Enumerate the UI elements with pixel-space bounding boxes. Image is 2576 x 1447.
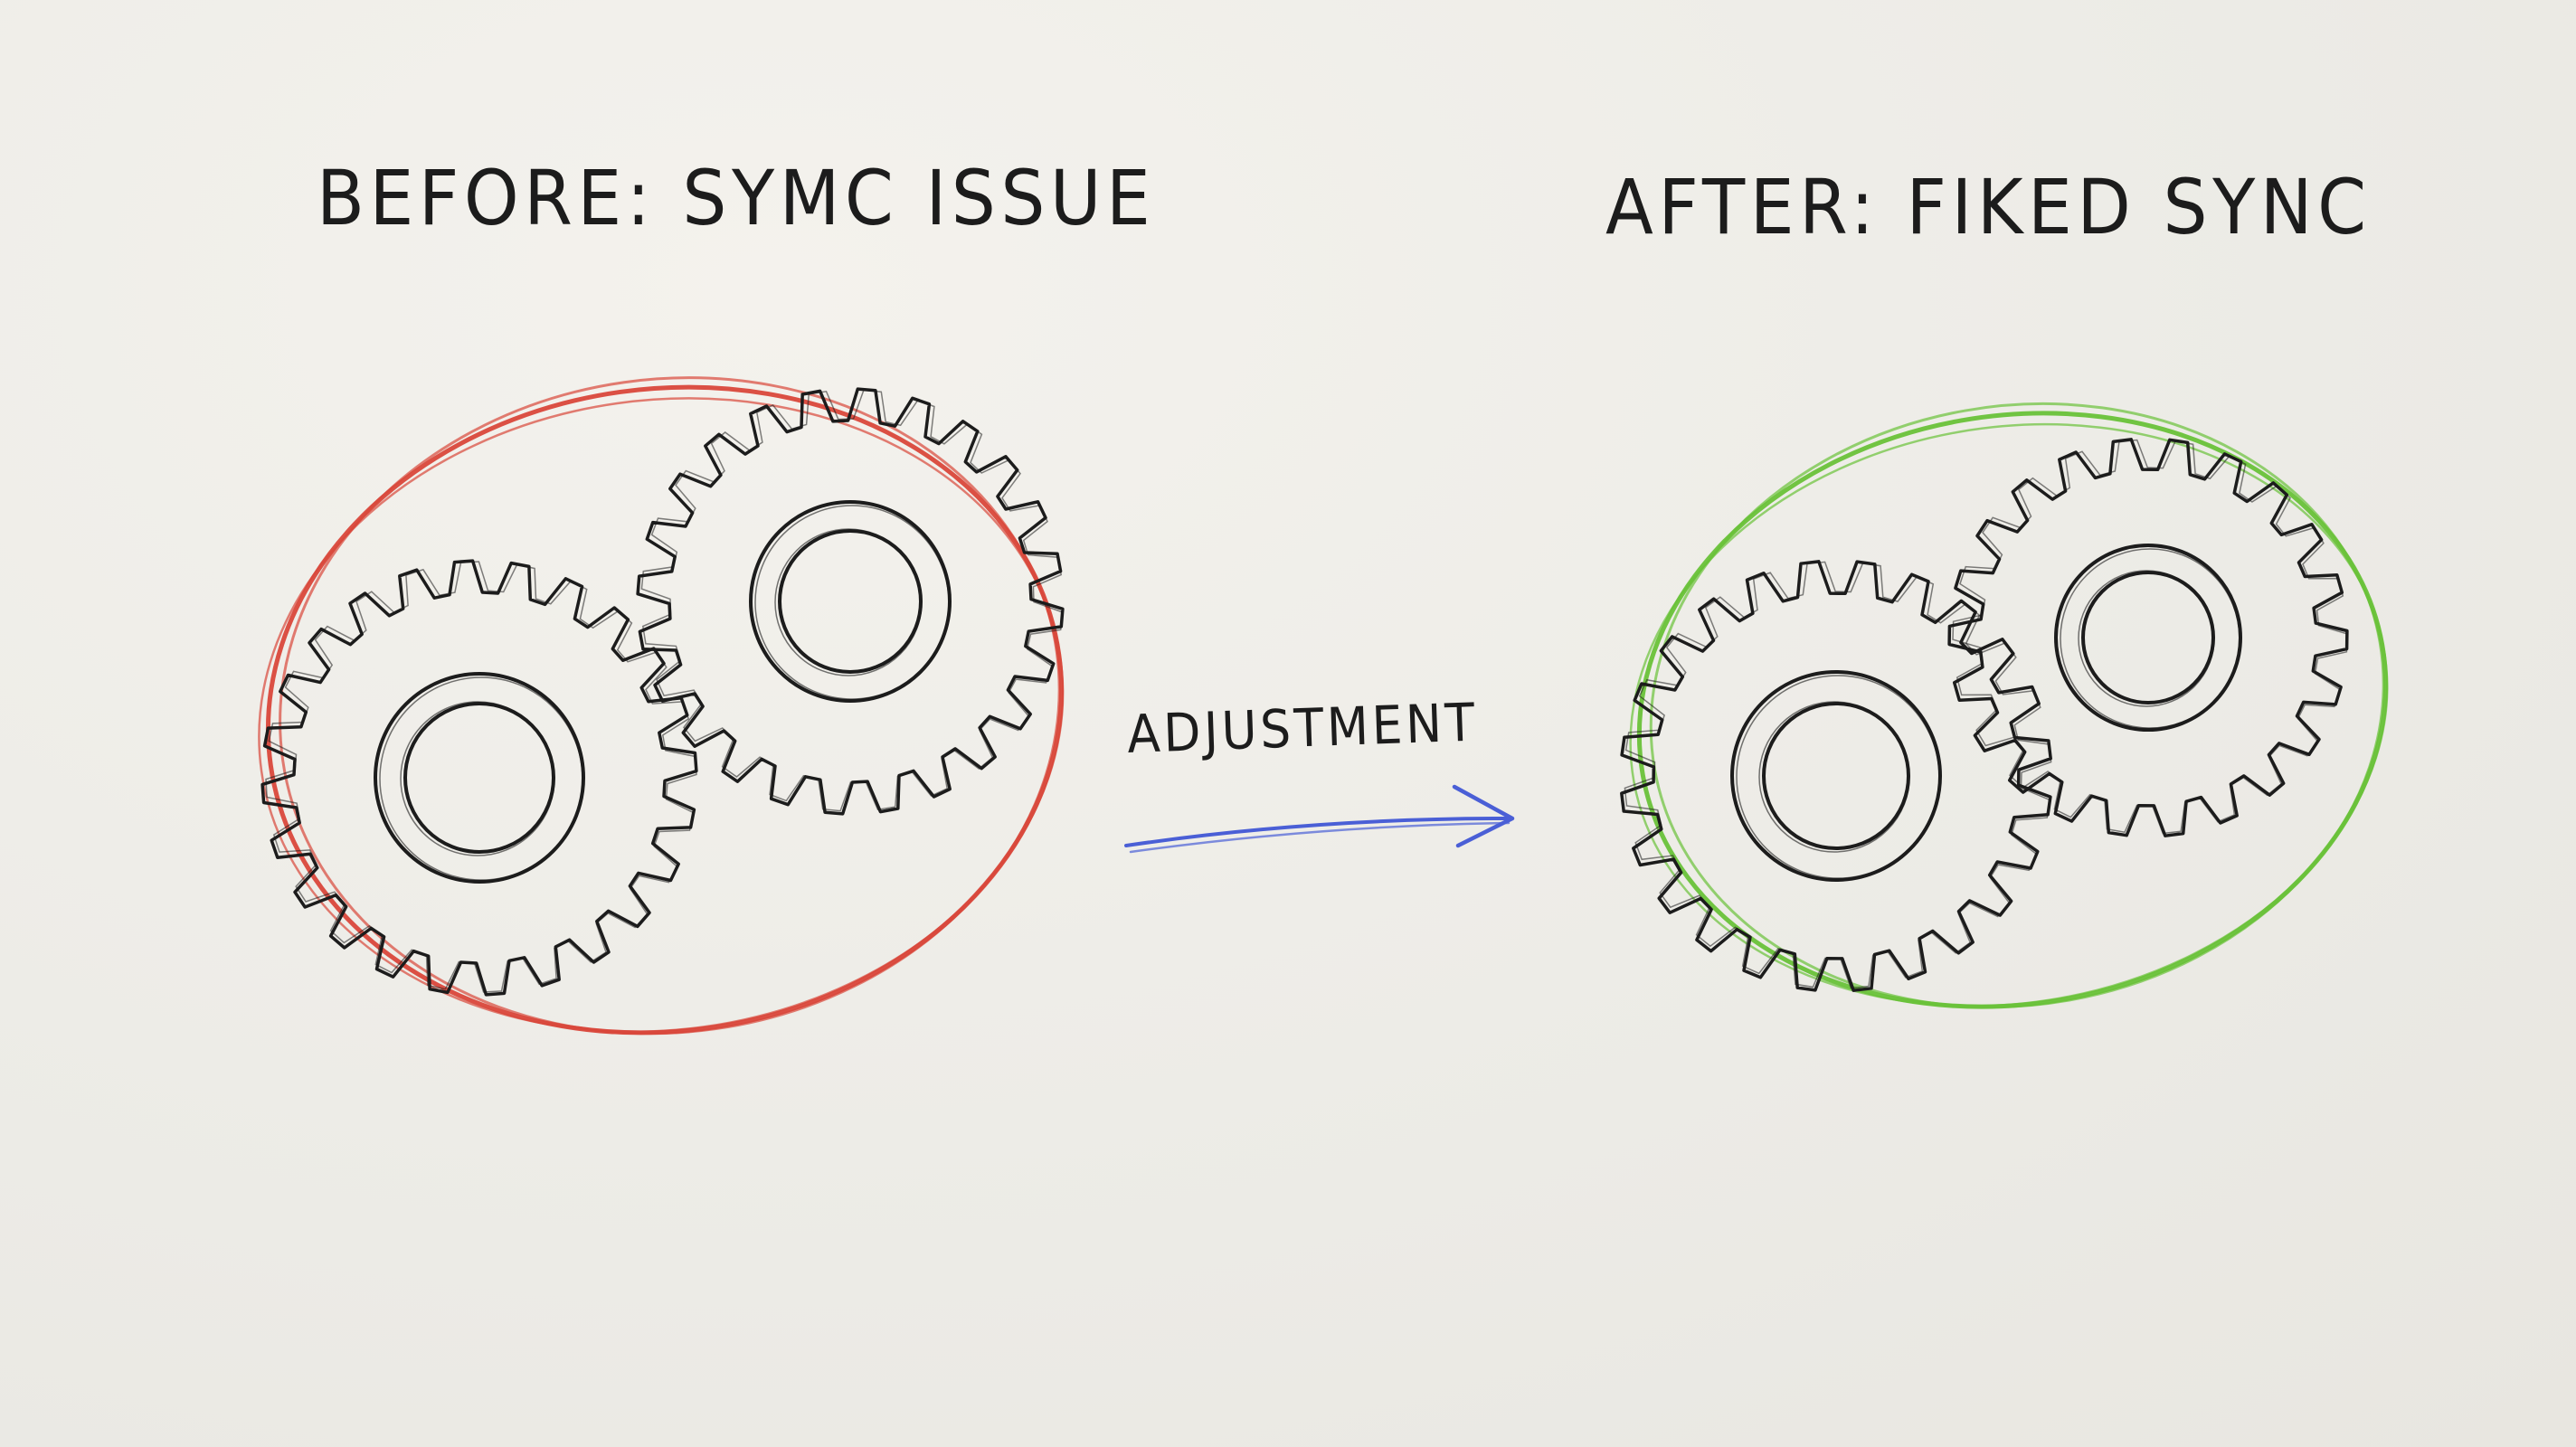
gear-hub-outer-sketch (2060, 548, 2240, 729)
gear-hub-outer-sketch (754, 505, 950, 700)
after-gear-left (1620, 560, 2052, 992)
gear-hub-inner-sketch (400, 701, 555, 856)
before-panel (258, 376, 1065, 1036)
outline-stroke (1636, 411, 2389, 1009)
gear-hub-inner-sketch (1758, 701, 1910, 853)
gear-hub-outer (749, 500, 952, 703)
gear-hub-inner (1762, 702, 1910, 850)
before-gear-right (636, 387, 1065, 816)
adjustment-arrow-icon (1124, 784, 1515, 854)
gear-hub-outer (1730, 670, 1942, 882)
after-title: AFTER: FIKED SYNC (1605, 163, 2372, 251)
gear-hub-inner (403, 702, 555, 854)
gear-teeth (260, 559, 698, 997)
arrow-shaft-sketch (1129, 821, 1511, 854)
gear-hub-outer (2054, 544, 2242, 732)
gear-teeth-sketch (640, 389, 1064, 812)
gear-teeth-sketch (1624, 561, 2052, 989)
outline-stroke (279, 376, 1061, 1036)
before-outline (258, 376, 1065, 1036)
gear-hub-outer-sketch (379, 676, 583, 881)
gear-hub-inner-sketch (2078, 570, 2215, 707)
outline-stroke (258, 397, 1065, 1034)
before-title: BEFORE: SYMC ISSUE (317, 154, 1156, 242)
gear-teeth (636, 387, 1065, 816)
arrow-head (1452, 784, 1515, 848)
gear-hub-outer (374, 672, 585, 884)
gear-hub-inner (2081, 571, 2215, 705)
gear-teeth (1620, 560, 2052, 992)
gear-teeth-sketch (1952, 439, 2348, 835)
arrow-shaft (1124, 817, 1508, 847)
outline-stroke (1629, 422, 2389, 1007)
after-panel (1620, 402, 2389, 1009)
gear-teeth-sketch (265, 561, 697, 993)
after-gear-right (1947, 438, 2349, 837)
gear-hub-outer-sketch (1736, 675, 1940, 879)
gear-hub-inner-sketch (774, 528, 923, 676)
gear-hub-inner (778, 529, 923, 674)
before-gear-left (260, 559, 698, 997)
after-outline (1629, 402, 2389, 1009)
